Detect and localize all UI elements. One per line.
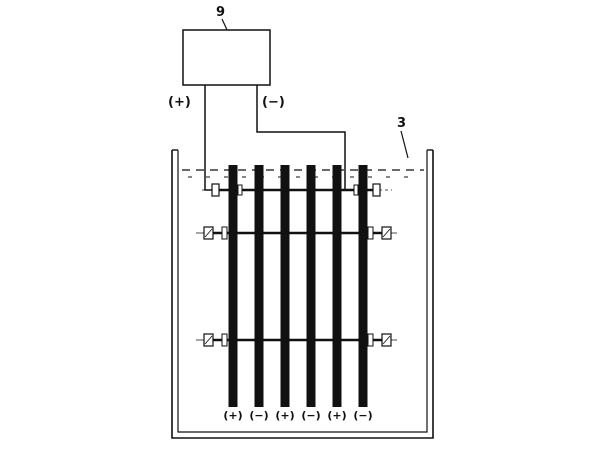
wire-negative bbox=[256, 85, 346, 190]
electrode-plates bbox=[228, 165, 368, 407]
terminal-positive-label: (+) bbox=[168, 95, 191, 110]
electrode-plate-2 bbox=[254, 165, 264, 407]
power-supply-box bbox=[182, 29, 271, 86]
tie-rod-top-nut-left bbox=[237, 184, 243, 196]
tie-rod-middle bbox=[196, 226, 398, 240]
tie-rod-lower-nut-right bbox=[367, 333, 374, 347]
electrode-polarity-labels: (+) (−) (+) (−) (+) (−) bbox=[223, 409, 372, 422]
tie-rod-top-bolt-left bbox=[211, 183, 220, 197]
electrode-polarity-label-4: (−) bbox=[301, 409, 320, 422]
electrode-plate-3 bbox=[280, 165, 290, 407]
tie-rod-lower-thread-left-hatch bbox=[204, 335, 213, 345]
electrode-plate-4 bbox=[306, 165, 316, 407]
electrode-polarity-label-3: (+) bbox=[275, 409, 294, 422]
electrode-plate-5 bbox=[332, 165, 342, 407]
terminal-negative-label: (−) bbox=[262, 95, 285, 110]
electrode-polarity-label-2: (−) bbox=[249, 409, 268, 422]
electrode-polarity-label-1: (+) bbox=[223, 409, 242, 422]
tie-rod-middle-nut-right bbox=[367, 226, 374, 240]
tie-rod-middle-thread-right-hatch bbox=[382, 228, 391, 238]
electrode-polarity-label-6: (−) bbox=[353, 409, 372, 422]
tie-rod-top-bolt-right bbox=[372, 183, 381, 197]
tie-rod-top bbox=[202, 183, 392, 197]
tie-rod-middle-thread-left-hatch bbox=[204, 228, 213, 238]
tank bbox=[171, 149, 434, 439]
tie-rod-lower-nut-left bbox=[221, 333, 228, 347]
wire-positive bbox=[204, 85, 218, 191]
tie-rod-middle-nut-left bbox=[221, 226, 228, 240]
electrode-plate-6 bbox=[358, 165, 368, 407]
tank-leader-line bbox=[400, 130, 409, 159]
tank-outer-wall bbox=[171, 150, 434, 439]
tank-inner-wall bbox=[177, 150, 428, 433]
tank-ref-label: 3 bbox=[397, 116, 406, 131]
tie-rod-lower bbox=[196, 333, 398, 347]
power-supply: 9 bbox=[182, 5, 271, 86]
electrode-plate-1 bbox=[228, 165, 238, 407]
tie-rod-lower-thread-right-hatch bbox=[382, 335, 391, 345]
power-supply-ref-label: 9 bbox=[216, 5, 225, 20]
electrode-polarity-label-5: (+) bbox=[327, 409, 346, 422]
tie-rod-top-nut-right bbox=[353, 184, 359, 196]
